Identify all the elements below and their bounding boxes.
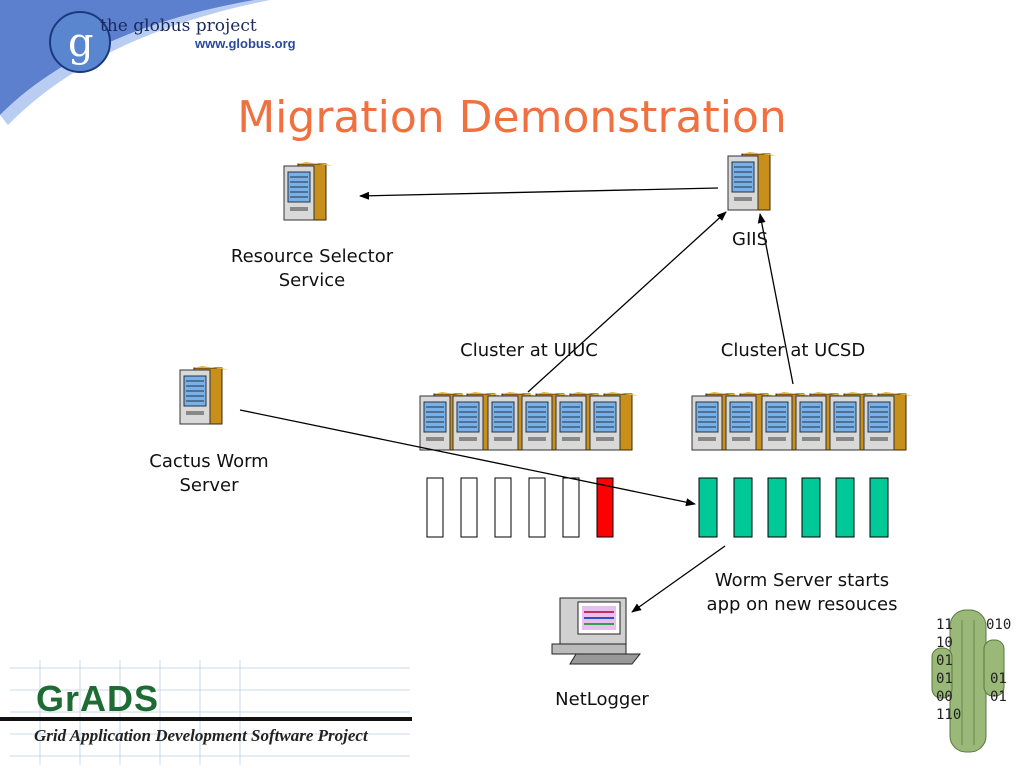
worm-server-note: Worm Server starts app on new resouces — [690, 569, 914, 617]
giis-server-icon — [727, 151, 777, 211]
arrow-ucsd-to-netlogger — [631, 545, 726, 613]
cactus-digit: 01 — [990, 689, 1007, 705]
grads-logo-grid — [10, 660, 410, 765]
arrow-ucsd-to-giis — [757, 213, 794, 385]
cactus-digit: 01 — [936, 671, 953, 687]
netlogger-computer-icon — [551, 597, 642, 665]
netlogger-label: NetLogger — [555, 689, 649, 710]
cactus-digit: 00 — [936, 689, 953, 705]
cactus-digit: 11 — [936, 617, 953, 633]
cactus-worm-line2: Server — [179, 475, 239, 496]
cluster-ucsd-servers — [691, 391, 913, 451]
cluster-uiuc-label: Cluster at UIUC — [460, 340, 598, 361]
worm-note-line1: Worm Server starts — [714, 570, 890, 591]
resource-selector-line1: Resource Selector — [230, 246, 394, 267]
arrow-worm-to-ucsd — [239, 409, 696, 507]
cactus-digit: 01 — [990, 671, 1007, 687]
grads-logo-word: GrADS — [36, 678, 160, 719]
cluster-ucsd-label: Cluster at UCSD — [720, 340, 866, 361]
grads-logo-subtitle: Grid Application Development Software Pr… — [34, 726, 368, 745]
resource-selector-server-icon — [283, 161, 333, 221]
globus-url-link[interactable]: www.globus.org — [195, 36, 296, 51]
resource-selector-label: Resource Selector Service — [212, 245, 412, 293]
slide-title: Migration Demonstration — [237, 92, 787, 143]
cactus-worm-label: Cactus Worm Server — [129, 450, 289, 498]
cactus-digit: 010 — [986, 617, 1012, 633]
cactus-digit: 10 — [936, 635, 953, 651]
resource-selector-line2: Service — [278, 270, 346, 291]
arrow-uiuc-to-giis — [527, 211, 727, 393]
svg-text:g: g — [68, 20, 94, 66]
cactus-logo-icon — [931, 609, 1005, 753]
globus-logo-text: the globus project — [100, 16, 257, 36]
cactus-digits: 11 010 10 01 01 01 00 01 110 — [936, 616, 1011, 724]
cactus-digit: 110 — [936, 707, 962, 723]
active-cell — [596, 477, 614, 538]
cactus-worm-server-icon — [179, 365, 229, 425]
ucsd-processor-cells — [698, 477, 889, 538]
globus-logo-icon — [49, 11, 111, 73]
cactus-digit: 01 — [936, 653, 953, 669]
giis-label: GIIS — [732, 229, 768, 250]
worm-note-line2: app on new resouces — [706, 594, 898, 615]
cluster-uiuc-servers — [419, 391, 639, 451]
uiuc-processor-cells — [426, 477, 614, 538]
cactus-worm-line1: Cactus Worm — [149, 451, 269, 472]
arrow-giis-to-selector — [359, 187, 719, 200]
